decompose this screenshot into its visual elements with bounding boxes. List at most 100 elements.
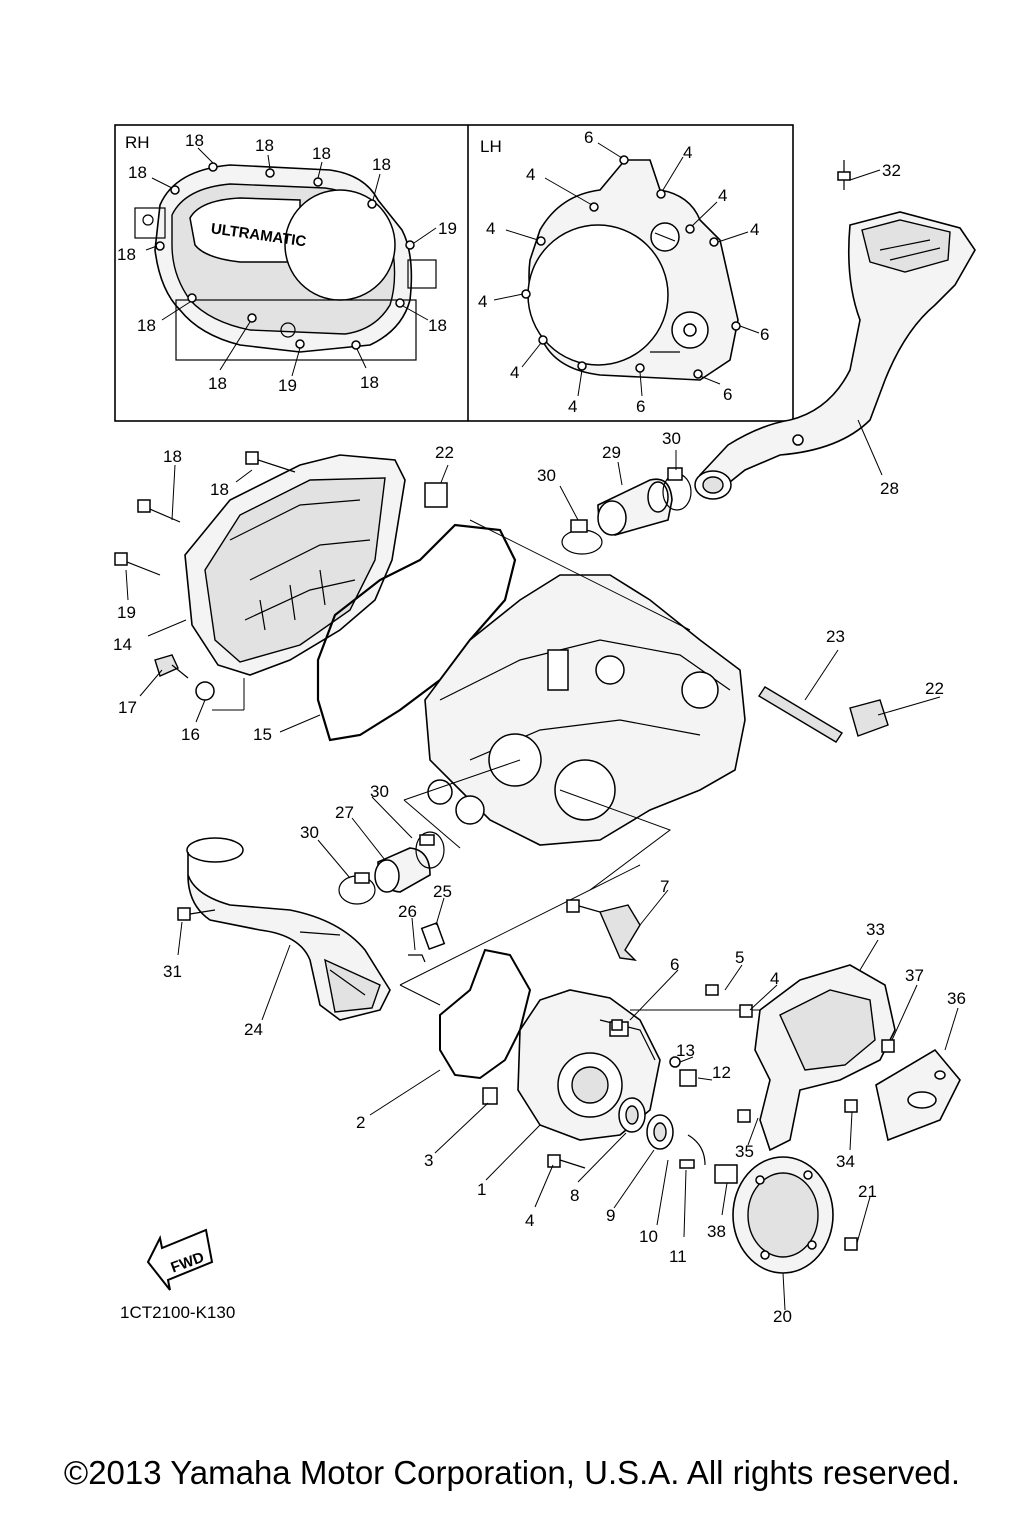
callout-25: 25: [433, 882, 452, 901]
inset-frame: [114, 124, 794, 422]
callout-18: 18: [185, 131, 204, 150]
cover-33: [754, 964, 896, 1152]
callout-4: 4: [718, 186, 727, 205]
callout-36: 36: [947, 989, 966, 1008]
lh-inset-crankcase-cover: [521, 155, 741, 381]
callout-18: 18: [117, 245, 136, 264]
callout-22: 22: [435, 443, 454, 462]
rh-inset-leaders: [145, 147, 437, 377]
callout-30: 30: [537, 466, 556, 485]
callout-33: 33: [866, 920, 885, 939]
rh-inset-clutch-cover: [134, 162, 437, 361]
callout-35: 35: [735, 1142, 754, 1161]
callout-21: 21: [858, 1182, 877, 1201]
crank-fittings-22: [424, 482, 889, 737]
leader-22: [877, 696, 941, 716]
callout-4: 4: [750, 220, 759, 239]
callout-24: 24: [244, 1020, 263, 1039]
callout-22: 22: [925, 679, 944, 698]
callout-3: 3: [424, 1151, 433, 1170]
plate-36: [875, 1048, 961, 1142]
callout-30: 30: [300, 823, 319, 842]
clamps-30-lower: [338, 831, 445, 905]
callout-29: 29: [602, 443, 621, 462]
inset-rh-label: RH: [125, 133, 150, 152]
callout-18: 18: [372, 155, 391, 174]
gasket-15: [316, 523, 517, 742]
callout-37: 37: [905, 966, 924, 985]
callout-8: 8: [570, 1186, 579, 1205]
callout-31: 31: [163, 962, 182, 981]
callout-6: 6: [760, 325, 769, 344]
callout-18: 18: [128, 163, 147, 182]
callout-18: 18: [255, 136, 274, 155]
callout-4: 4: [770, 969, 779, 988]
callout-4: 4: [568, 397, 577, 416]
callout-14: 14: [113, 635, 132, 654]
diagram-code: 1CT2100-K130: [120, 1303, 235, 1322]
callout-28: 28: [880, 479, 899, 498]
seals-8-9-10-11-12-13-38: [482, 1056, 738, 1184]
callout-4: 4: [486, 219, 495, 238]
intake-duct-24: [186, 837, 391, 1021]
callout-4: 4: [510, 363, 519, 382]
callout-6: 6: [670, 955, 679, 974]
callout-1: 1: [477, 1180, 486, 1199]
callout-5: 5: [735, 948, 744, 967]
callout-18: 18: [312, 144, 331, 163]
callout-18: 18: [137, 316, 156, 335]
assembly-lines: [399, 519, 760, 1011]
callout-6: 6: [584, 128, 593, 147]
callout-19: 19: [438, 219, 457, 238]
lower-leaders: [369, 889, 959, 1311]
callout-16: 16: [181, 725, 200, 744]
callout-18: 18: [208, 374, 227, 393]
dowel-25-clip-26: [177, 907, 446, 963]
callout-10: 10: [639, 1227, 658, 1246]
upper-leaders: [439, 169, 883, 521]
callout-12: 12: [712, 1063, 731, 1082]
lh-inset-leaders: [493, 142, 760, 397]
callout-4: 4: [525, 1211, 534, 1230]
clutch-cover-14: [184, 454, 406, 676]
plug-17-16: [154, 654, 215, 701]
forward-arrow-icon: [146, 1228, 214, 1291]
callout-7: 7: [660, 877, 669, 896]
callout-4: 4: [683, 143, 692, 162]
lower-left-leaders: [177, 796, 445, 1021]
callout-27: 27: [335, 803, 354, 822]
callout-13: 13: [676, 1041, 695, 1060]
callout-4: 4: [526, 165, 535, 184]
callout-18: 18: [360, 373, 379, 392]
bolts-18-19: [114, 451, 296, 576]
callout-26: 26: [398, 902, 417, 921]
gasket-2: [439, 948, 532, 1080]
left-leaders: [125, 464, 321, 733]
hose-29: [597, 478, 673, 536]
callout-23: 23: [826, 627, 845, 646]
crank-shaft-23: [758, 686, 843, 743]
callout-4: 4: [478, 292, 487, 311]
inset-lh-label: LH: [480, 137, 502, 156]
callout-2: 2: [356, 1113, 365, 1132]
copyright-notice: ©2013 Yamaha Motor Corporation, U.S.A. A…: [63, 1454, 961, 1491]
callout-6: 6: [723, 385, 732, 404]
crankcase: [424, 574, 746, 846]
callout-15: 15: [253, 725, 272, 744]
callout-19: 19: [278, 376, 297, 395]
bracket-7: [566, 899, 641, 961]
callout-30: 30: [370, 782, 389, 801]
callout-18: 18: [163, 447, 182, 466]
callout-18: 18: [428, 316, 447, 335]
callout-9: 9: [606, 1206, 615, 1225]
air-duct-assembly: [694, 211, 976, 500]
screw-32: [837, 160, 851, 190]
clamp-30-upper: [561, 467, 692, 555]
callout-19: 19: [117, 603, 136, 622]
callout-34: 34: [836, 1152, 855, 1171]
callout-20: 20: [773, 1307, 792, 1326]
callout-11: 11: [669, 1247, 687, 1266]
cover-20: [732, 1156, 834, 1274]
callout-30: 30: [662, 429, 681, 448]
